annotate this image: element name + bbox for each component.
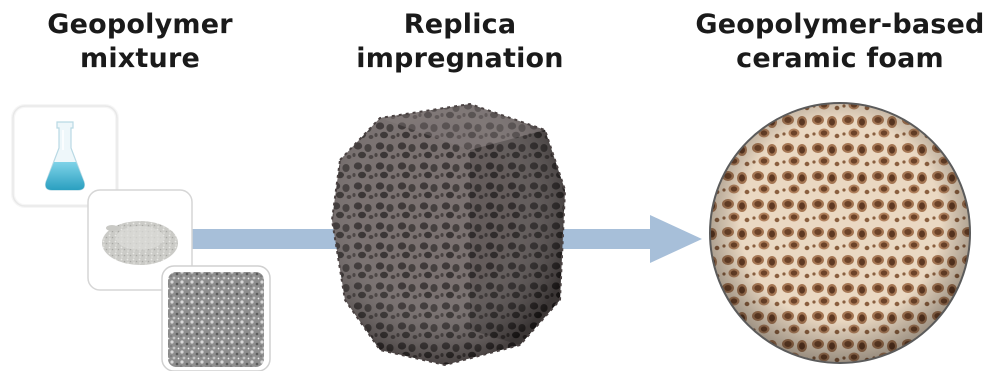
- granular-sample-icon: [162, 266, 270, 371]
- ceramic-foam-icon: [710, 103, 970, 363]
- sponge-replica-icon: [332, 104, 565, 365]
